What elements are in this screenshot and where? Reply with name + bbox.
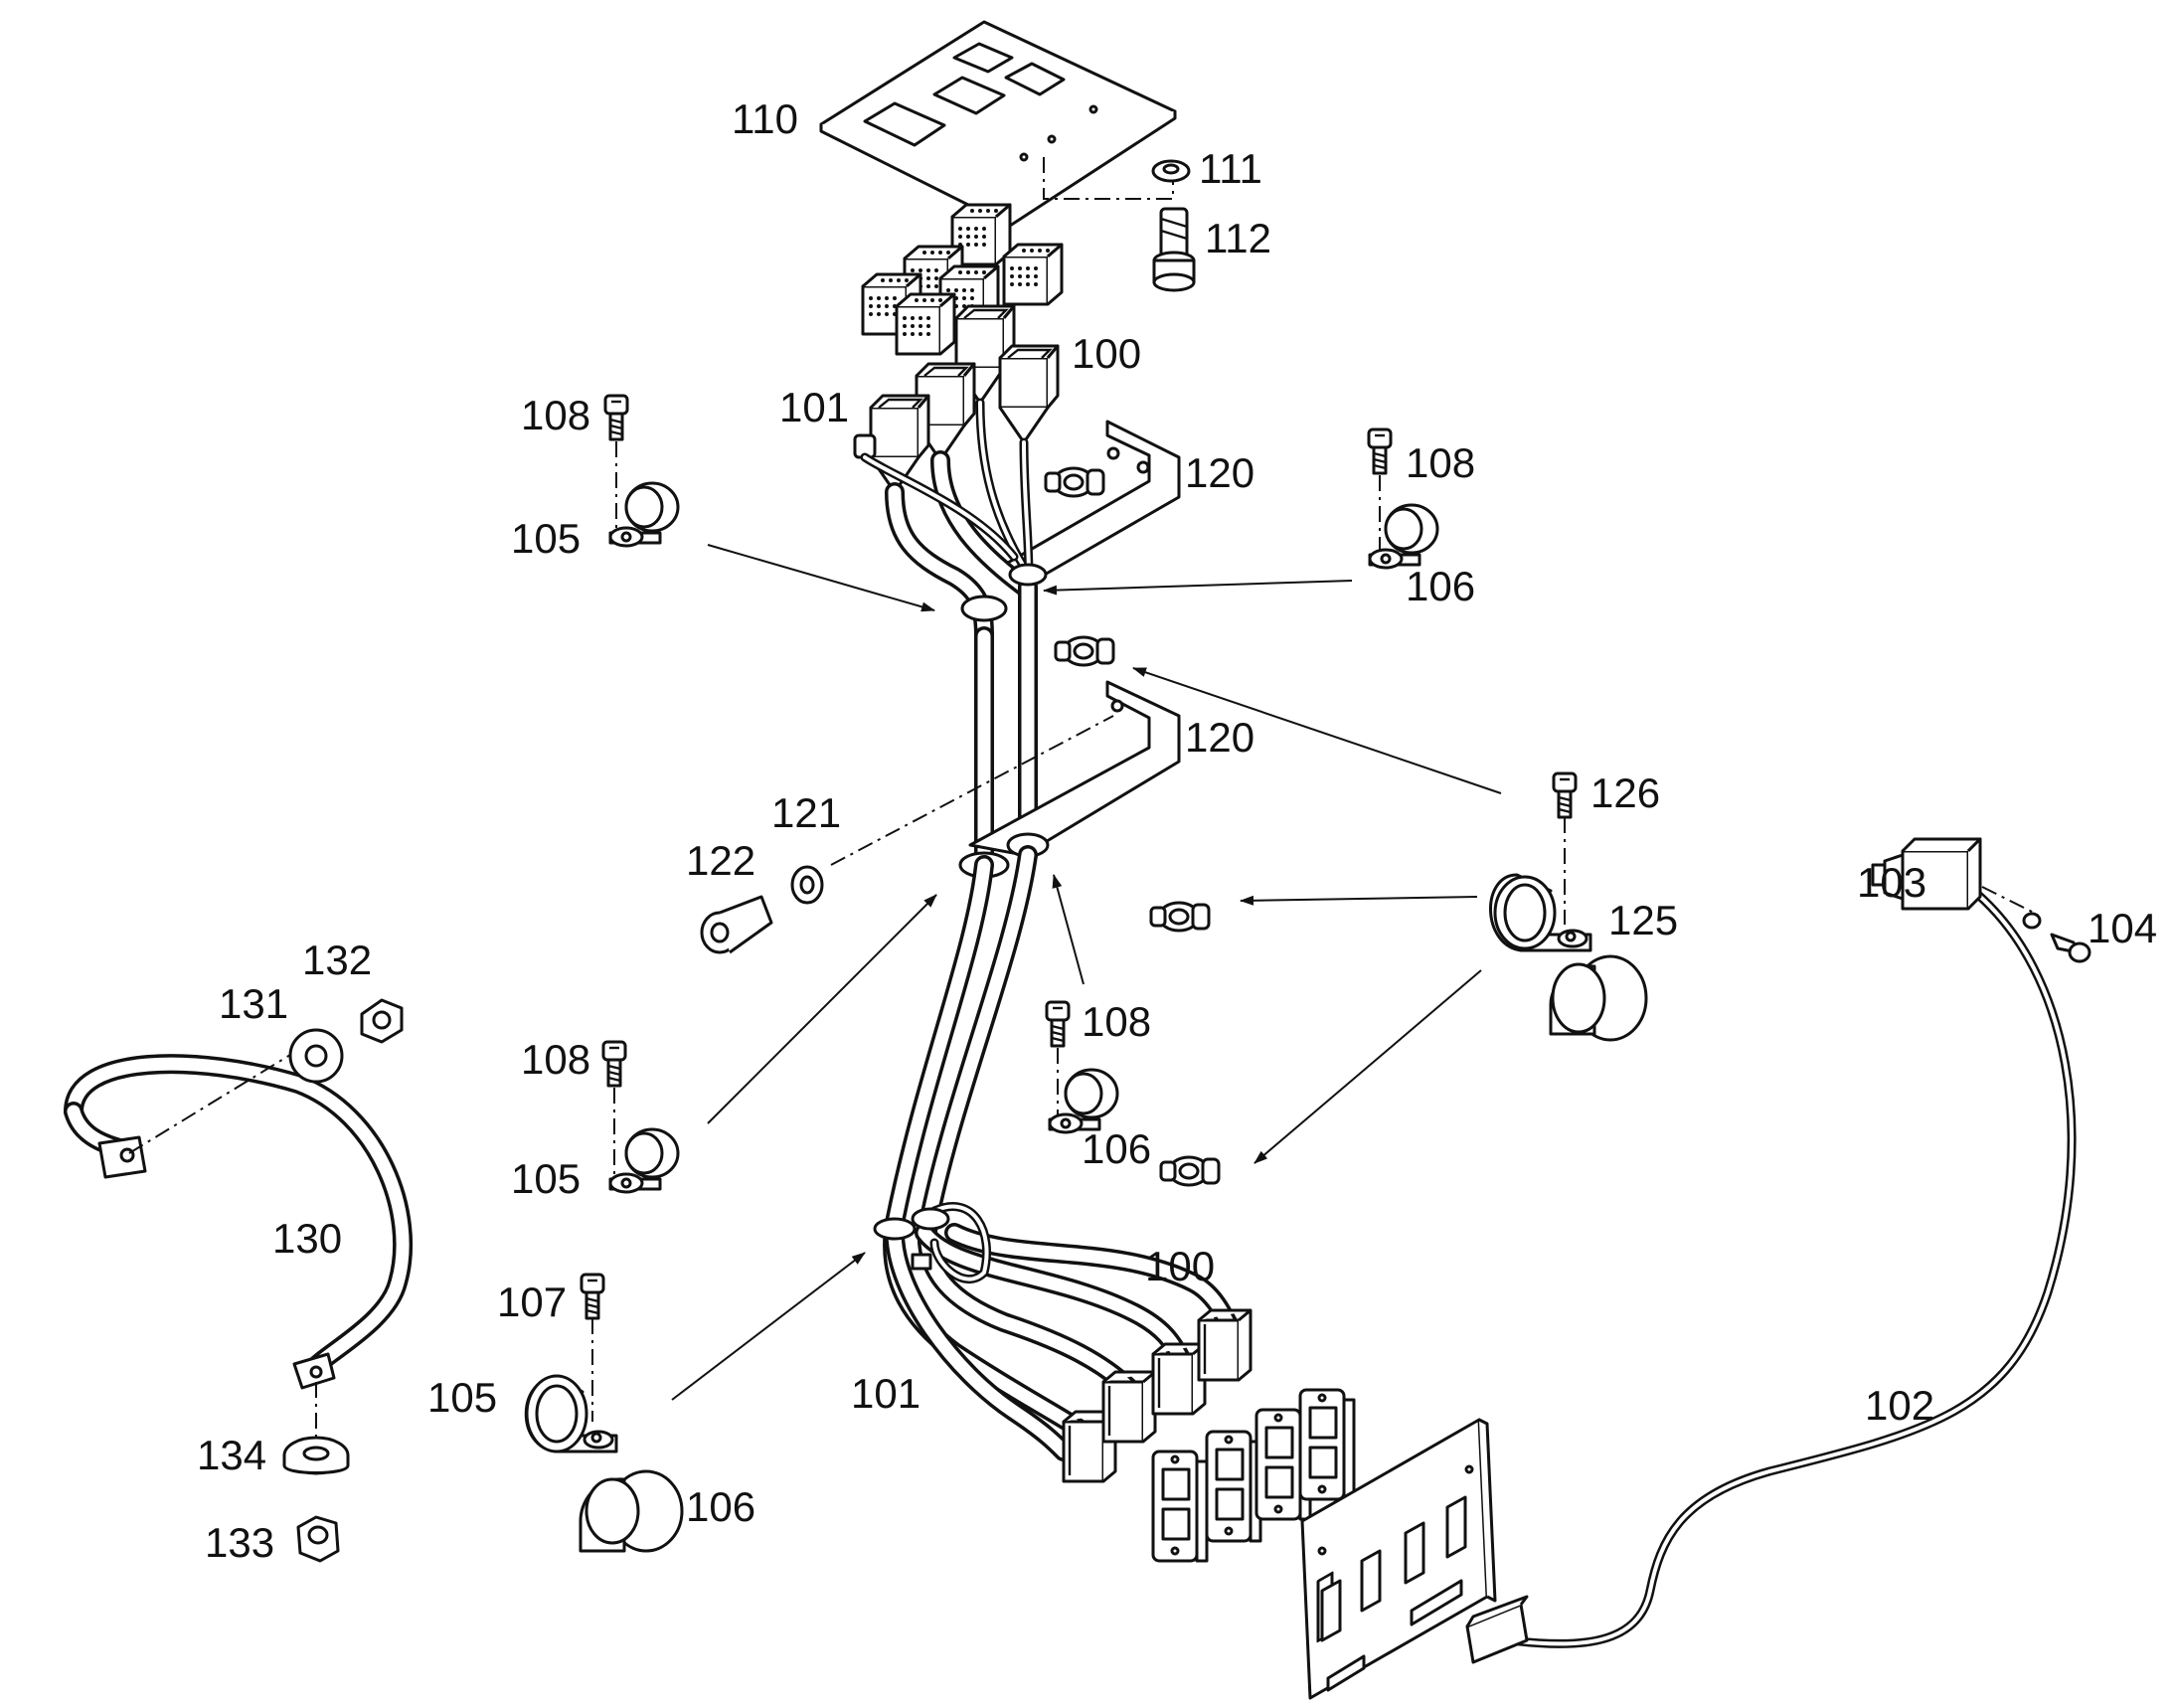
clamp-106-middle — [1045, 1000, 1119, 1134]
callout-108-upper-left: 108 — [521, 392, 590, 438]
callout-126: 126 — [1590, 769, 1660, 816]
cable-102 — [1465, 837, 2077, 1664]
callout-106-upper: 106 — [1406, 563, 1475, 609]
callout-112: 112 — [1205, 215, 1271, 261]
callout-106-lower: 106 — [686, 1483, 755, 1530]
assembly-arrows — [671, 544, 1502, 1401]
bottom-mounting-plate — [1300, 1418, 1497, 1700]
washer-111 — [1151, 159, 1191, 183]
washer-131 — [288, 1028, 344, 1084]
screw-104 — [2050, 933, 2091, 963]
callout-105-upper: 105 — [511, 515, 581, 562]
callout-111: 111 — [1199, 145, 1262, 192]
ground-cable-130 — [64, 1054, 414, 1390]
clip-right-a — [1149, 901, 1211, 933]
clamp-105-middle — [601, 1040, 680, 1194]
callout-133: 133 — [205, 1519, 274, 1566]
callout-106-middle: 106 — [1082, 1125, 1151, 1172]
nut-132 — [360, 998, 404, 1044]
callout-125: 125 — [1608, 897, 1678, 943]
callout-120-upper: 120 — [1185, 449, 1254, 496]
callout-100-upper: 100 — [1072, 330, 1141, 377]
callout-134: 134 — [197, 1432, 266, 1478]
clamp-105-upper — [603, 394, 680, 548]
callout-105-middle: 105 — [511, 1155, 581, 1202]
clamp-106-upper — [1367, 427, 1439, 570]
callout-130: 130 — [272, 1215, 342, 1262]
lower-bracket-120 — [958, 680, 1181, 879]
callout-108-middle-left: 108 — [521, 1036, 590, 1083]
callout-108-upper-right: 108 — [1406, 439, 1475, 486]
callout-103: 103 — [1857, 859, 1926, 906]
clamp-group-125 — [1489, 771, 1648, 1042]
callout-101-lower: 101 — [851, 1370, 920, 1417]
callout-101-upper: 101 — [779, 384, 849, 430]
callout-105-lower: 105 — [427, 1374, 497, 1421]
screw-112 — [1152, 207, 1196, 292]
washer-103 — [2022, 912, 2042, 930]
nut-133 — [296, 1515, 340, 1563]
clip-right-b — [1159, 1155, 1221, 1187]
callout-120-lower: 120 — [1185, 714, 1254, 761]
callout-131: 131 — [219, 980, 288, 1027]
callout-107: 107 — [497, 1279, 567, 1325]
callout-132: 132 — [302, 937, 372, 983]
callout-100-lower: 100 — [1145, 1243, 1215, 1289]
callout-104: 104 — [2088, 905, 2157, 951]
callout-110: 110 — [732, 95, 798, 142]
callout-labels: 110 111 112 100 101 120 108 105 108 106 … — [197, 95, 2157, 1566]
harness-upper — [860, 398, 1048, 865]
washer-121 — [790, 865, 824, 905]
washer-134 — [282, 1436, 350, 1475]
callout-102: 102 — [1865, 1382, 1934, 1429]
callout-121: 121 — [771, 789, 841, 836]
screw-122 — [700, 895, 773, 954]
harness-lower — [873, 845, 1243, 1461]
clamp-group-105-106-107 — [524, 1273, 684, 1553]
top-mounting-plate — [819, 20, 1177, 228]
clip-middle — [1054, 635, 1115, 667]
callout-122: 122 — [686, 837, 755, 884]
callout-108-middle: 108 — [1082, 998, 1151, 1045]
